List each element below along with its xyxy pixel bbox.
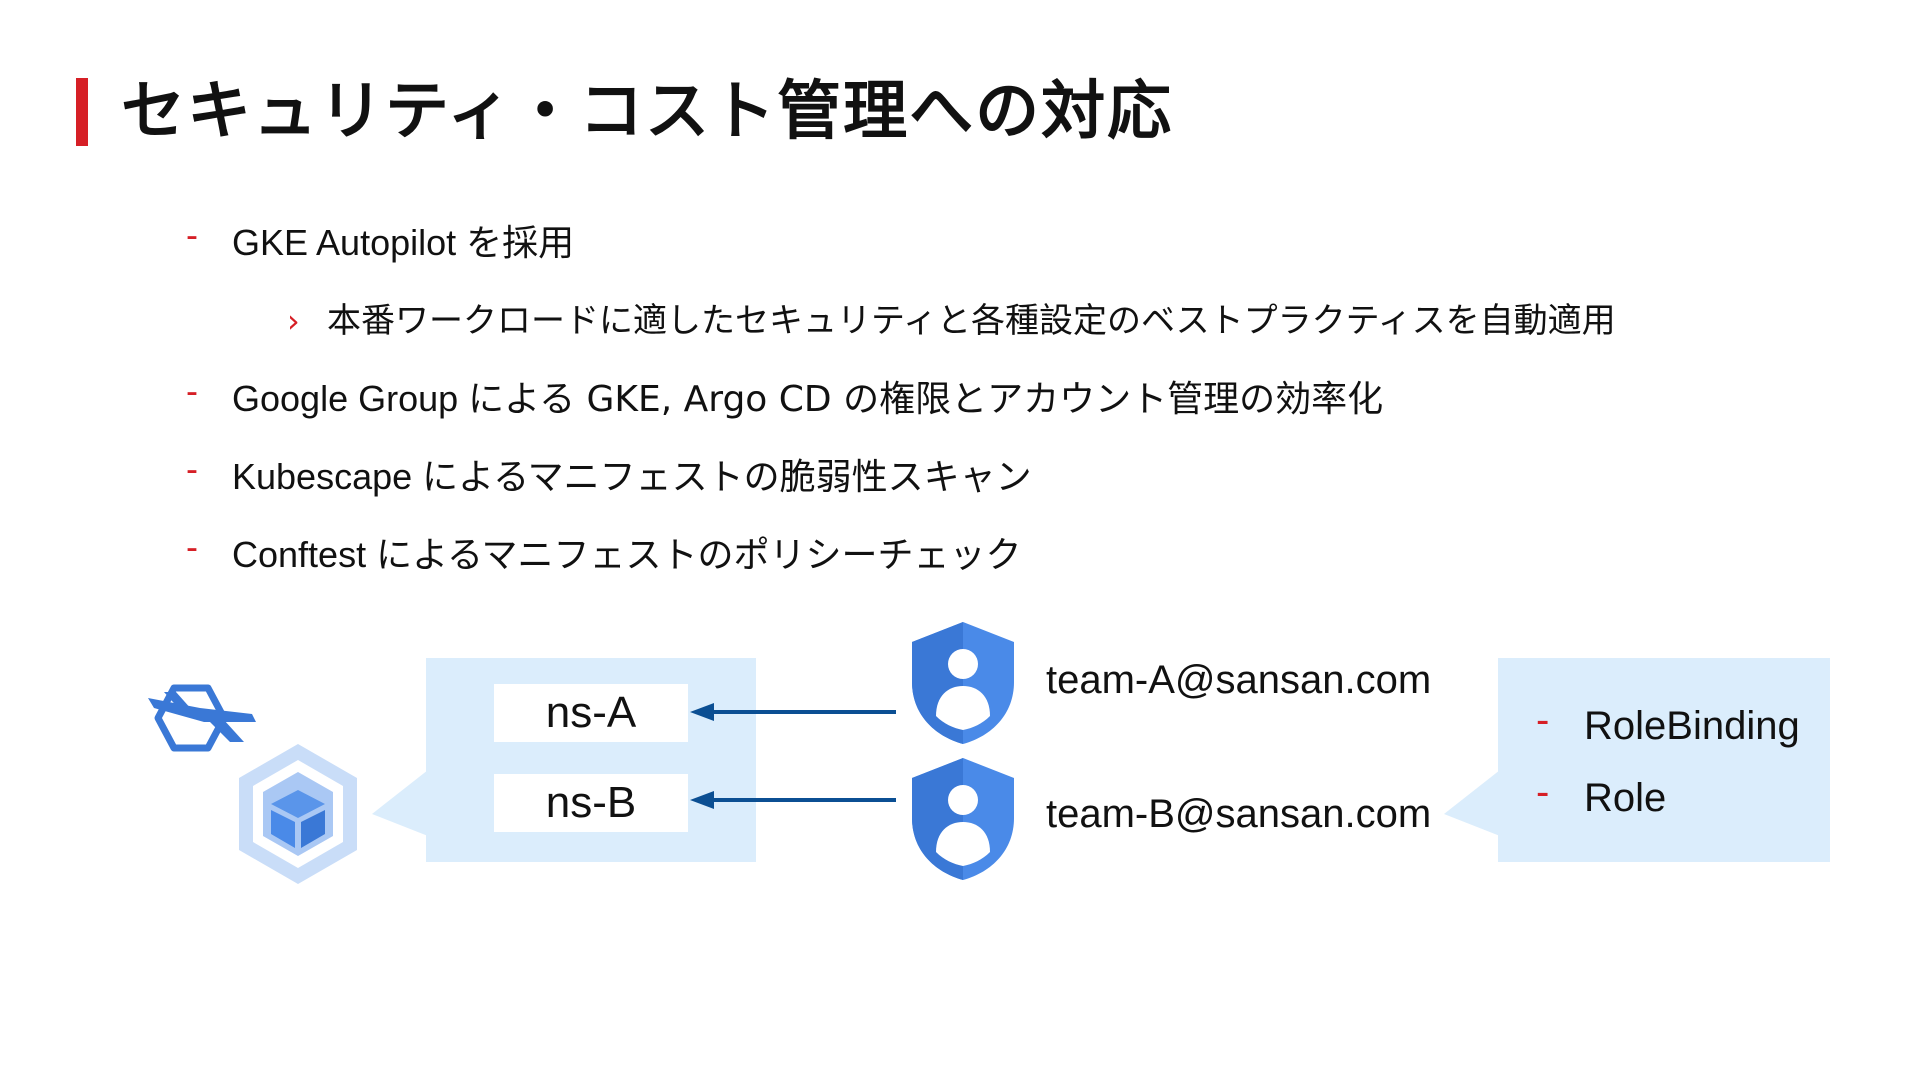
bullet-item: - Google Group による GKE, Argo CD の権限とアカウン… <box>186 370 1384 425</box>
bullet-item: - GKE Autopilot を採用 <box>186 214 575 269</box>
bullet-latin-text: Google Group <box>232 378 469 419</box>
rbac-item-label: Role <box>1584 776 1667 820</box>
bullet-text: によるマニフェストの脆弱性スキャン <box>422 457 1032 498</box>
bullet-dash-icon: - <box>186 370 198 411</box>
arrow-team-a-to-ns-a <box>690 703 896 721</box>
namespace-label-b: ns-B <box>494 774 688 832</box>
rbac-item-label: RoleBinding <box>1584 704 1800 748</box>
bullet-dash-icon: - <box>1536 698 1550 742</box>
rbac-item-role: - Role <box>1536 770 1667 822</box>
bullet-latin-text: GKE Autopilot <box>232 222 467 263</box>
namespace-label-a: ns-A <box>494 684 688 742</box>
rbac-item-rolebinding: - RoleBinding <box>1536 698 1800 750</box>
autopilot-icon <box>148 684 256 752</box>
gke-cluster-icon <box>239 744 357 884</box>
rbac-panel <box>1498 658 1830 862</box>
sub-bullet-item: › 本番ワークロードに適したセキュリティと各種設定のベストプラクティスを自動適用 <box>287 296 1616 346</box>
slide-title: セキュリティ・コスト管理への対応 <box>121 75 1174 149</box>
bullet-item: - Conftest によるマニフェストのポリシーチェック <box>186 526 1022 581</box>
group-email-team-b: team-B@sansan.com <box>1046 792 1432 836</box>
bullet-text: によるマニフェストのポリシーチェック <box>376 535 1022 576</box>
bullet-latin-text: Kubescape <box>232 456 423 497</box>
bullet-list: - GKE Autopilot を採用 › 本番ワークロードに適したセキュリティ… <box>186 214 1616 581</box>
title-accent-bar <box>76 78 88 146</box>
bullet-dash-icon: - <box>186 526 198 567</box>
bullet-item: - Kubescape によるマニフェストの脆弱性スキャン <box>186 448 1032 503</box>
bullet-dash-icon: - <box>1536 770 1550 814</box>
group-email-team-a: team-A@sansan.com <box>1046 658 1432 702</box>
google-group-icon <box>912 758 1014 880</box>
chevron-right-icon: › <box>287 302 300 340</box>
bullet-dash-icon: - <box>186 448 198 489</box>
bullet-text: による GKE, Argo CD の権限とアカウント管理の効率化 <box>468 379 1384 420</box>
bullet-text: を採用 <box>466 223 575 264</box>
sub-bullet-text: 本番ワークロードに適したセキュリティと各種設定のベストプラクティスを自動適用 <box>327 301 1616 341</box>
arrow-team-b-to-ns-b <box>690 791 896 809</box>
rbac-panel-pointer <box>1444 770 1500 836</box>
bullet-latin-text: Conftest <box>232 534 377 575</box>
google-group-icon <box>912 622 1014 744</box>
bullet-dash-icon: - <box>186 214 198 255</box>
namespace-panel-pointer <box>372 770 428 836</box>
